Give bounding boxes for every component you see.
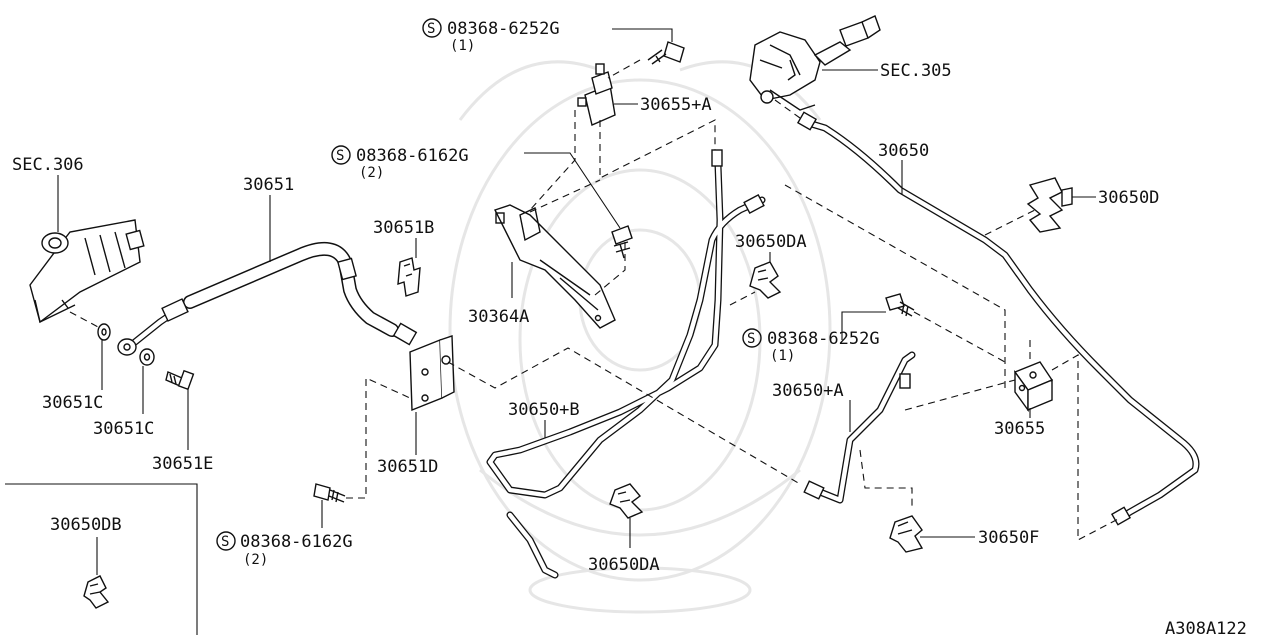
clip-30650f: [889, 515, 924, 553]
clutch-hose-30651: [117, 241, 418, 356]
callout-2-qty: (2): [359, 165, 384, 181]
inset-30650db: [5, 483, 198, 635]
pipe-30650: [796, 111, 1200, 526]
callout-1-qty: (1): [450, 38, 475, 54]
svg-text:S: S: [221, 534, 229, 550]
label-sec-306: SEC.306: [12, 155, 84, 175]
pipe-30650b: [486, 149, 766, 579]
label-30650a: 30650+A: [772, 381, 844, 401]
svg-text:S: S: [336, 148, 344, 164]
clip-30650da-upper: [749, 261, 782, 299]
bolt-30651e: [165, 369, 195, 391]
callout-4-part: 08368-6162G: [240, 532, 353, 552]
bolt-callout-4: S 08368-6162G (2): [216, 531, 353, 568]
callout-2-part: 08368-6162G: [356, 146, 469, 166]
master-cylinder: [749, 15, 881, 111]
label-30650f: 30650F: [978, 528, 1039, 548]
diagram-id: A308A122: [1165, 619, 1247, 638]
bracket-30364a: [494, 204, 616, 329]
clip-30650d: [1026, 177, 1073, 233]
bolt-callout-2: S 08368-6162G (2): [331, 145, 469, 181]
label-30651: 30651: [243, 175, 294, 195]
clip-30651b: [397, 257, 421, 297]
label-30651b: 30651B: [373, 218, 434, 238]
label-30650da-upper: 30650DA: [735, 232, 807, 252]
bolt-callout-1: S 08368-6252G (1): [422, 18, 560, 54]
washer-30651c-a: [97, 323, 111, 341]
label-30651d: 30651D: [377, 457, 438, 477]
label-30650db: 30650DB: [50, 515, 122, 535]
label-30650da-lower: 30650DA: [588, 555, 660, 575]
label-30364a: 30364A: [468, 307, 529, 327]
connector-block-30655: [1013, 361, 1054, 413]
label-30650: 30650: [878, 141, 929, 161]
clip-30650da-lower: [609, 483, 644, 519]
svg-text:S: S: [747, 331, 755, 347]
callout-3-part: 08368-6252G: [767, 329, 880, 349]
bolt-middle: [611, 225, 633, 259]
label-30650d: 30650D: [1098, 188, 1159, 208]
bolt-callout-3: S 08368-6252G (1): [742, 328, 880, 364]
bolt-lower-left: [313, 483, 346, 503]
label-30651c-1: 30651C: [42, 393, 103, 413]
bolt-right: [885, 293, 915, 317]
callout-1-part: 08368-6252G: [447, 19, 560, 39]
washer-30651c-b: [139, 348, 155, 366]
label-30650b: 30650+B: [508, 400, 580, 420]
connector-30655a: [577, 63, 616, 126]
label-30655a: 30655+A: [640, 95, 712, 115]
label-30651e: 30651E: [152, 454, 213, 474]
pipe-30650a: [803, 351, 916, 504]
bolt-top: [647, 41, 685, 65]
label-30651c-2: 30651C: [93, 419, 154, 439]
callout-4-qty: (2): [243, 552, 268, 568]
label-30655: 30655: [994, 419, 1045, 439]
operating-cylinder: [29, 219, 145, 324]
svg-text:S: S: [427, 21, 435, 37]
label-sec-305: SEC.305: [880, 61, 952, 81]
callout-3-qty: (1): [770, 348, 795, 364]
bracket-30651d: [409, 335, 455, 412]
